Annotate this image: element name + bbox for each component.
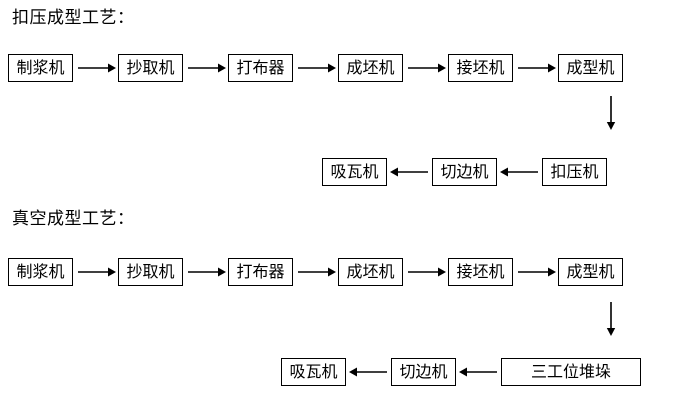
arrow-left-icon	[387, 158, 432, 186]
arrow-right-icon	[183, 54, 228, 82]
node-qiebianji-1[interactable]: 切边机	[432, 158, 497, 186]
arrow-right-icon	[293, 54, 338, 82]
node-sangongweiduidu-2[interactable]: 三工位堆垛	[501, 358, 641, 386]
arrow-down-icon	[601, 96, 621, 130]
process-1-title: 扣压成型工艺：	[12, 8, 135, 28]
node-chaoquji-2[interactable]: 抄取机	[118, 258, 183, 286]
arrow-right-icon	[513, 258, 558, 286]
node-qiebianji-2[interactable]: 切边机	[391, 358, 456, 386]
process-2-return-row: 吸瓦机 切边机 三工位堆垛	[281, 358, 641, 386]
arrow-right-icon	[403, 54, 448, 82]
arrow-left-icon	[346, 358, 391, 386]
arrow-right-icon	[403, 258, 448, 286]
node-jiepeiji-1[interactable]: 接坯机	[448, 54, 513, 82]
node-jiepeiji-2[interactable]: 接坯机	[448, 258, 513, 286]
arrow-left-icon	[497, 158, 542, 186]
arrow-right-icon	[73, 258, 118, 286]
node-xiwaji-1[interactable]: 吸瓦机	[322, 158, 387, 186]
node-kouyaji-1[interactable]: 扣压机	[542, 158, 607, 186]
arrow-right-icon	[183, 258, 228, 286]
arrow-down-icon	[601, 302, 621, 336]
node-chengxingji-1[interactable]: 成型机	[558, 54, 623, 82]
node-xiwaji-2[interactable]: 吸瓦机	[281, 358, 346, 386]
arrow-right-icon	[513, 54, 558, 82]
node-chaoquji-1[interactable]: 抄取机	[118, 54, 183, 82]
arrow-left-icon	[456, 358, 501, 386]
node-zhijiangji-1[interactable]: 制浆机	[8, 54, 73, 82]
node-chengpeiji-2[interactable]: 成坯机	[338, 258, 403, 286]
process-1-return-row: 吸瓦机 切边机 扣压机	[322, 158, 607, 186]
node-dabuqi-1[interactable]: 打布器	[228, 54, 293, 82]
node-dabuqi-2[interactable]: 打布器	[228, 258, 293, 286]
arrow-right-icon	[293, 258, 338, 286]
process-2-title: 真空成型工艺：	[12, 209, 135, 229]
arrow-right-icon	[73, 54, 118, 82]
node-zhijiangji-2[interactable]: 制浆机	[8, 258, 73, 286]
process-2-forward-row: 制浆机 抄取机 打布器 成坯机	[8, 258, 623, 286]
node-chengxingji-2[interactable]: 成型机	[558, 258, 623, 286]
process-1-forward-row: 制浆机 抄取机 打布器 成坯机	[8, 54, 623, 82]
node-chengpeiji-1[interactable]: 成坯机	[338, 54, 403, 82]
